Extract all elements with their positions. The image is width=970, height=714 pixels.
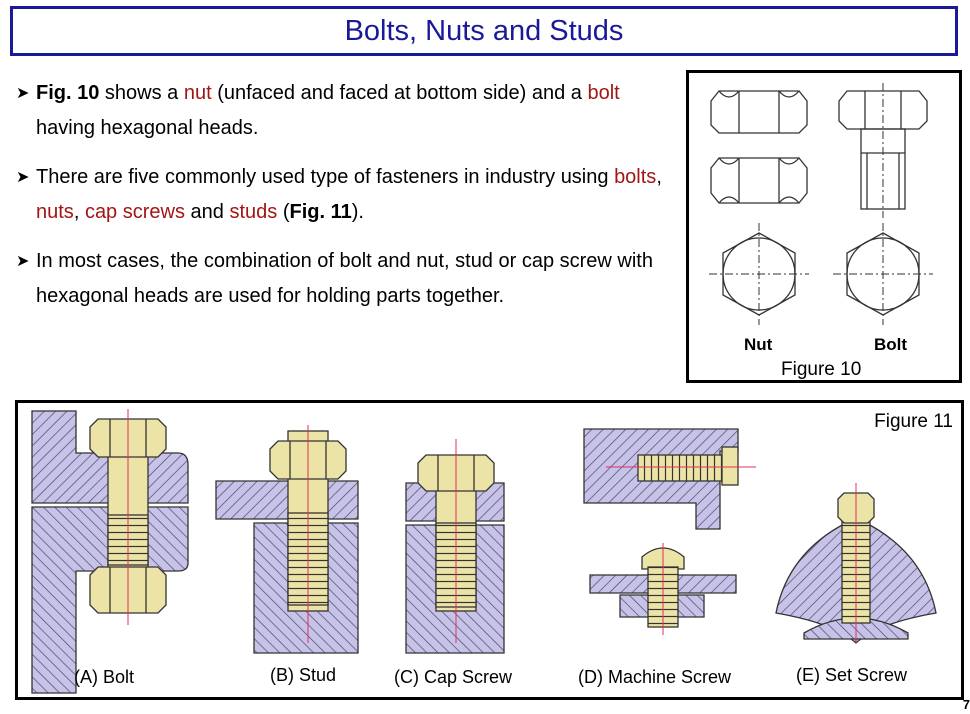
arrow-bullet-icon: ➤	[16, 253, 30, 270]
machine-screw-assembly-drawing	[583, 428, 756, 635]
page-number: 7	[962, 697, 970, 712]
text-run: nut	[183, 82, 212, 104]
bullet-item: ➤ Fig. 10 shows a nut (unfaced and faced…	[16, 76, 676, 146]
stud-assembly-drawing	[215, 425, 359, 654]
figure-11-drawing	[31, 409, 937, 694]
arrow-bullet-icon: ➤	[16, 85, 30, 102]
nut-front-view-faced	[710, 157, 808, 204]
text-run: cap screws	[84, 201, 185, 223]
text-run: (	[277, 201, 290, 223]
nut-label: Nut	[744, 335, 773, 354]
bolt-label: Bolt	[874, 335, 908, 354]
figure-10-caption: Figure 10	[781, 359, 862, 380]
slide-title: Bolts, Nuts and Studs	[344, 14, 624, 47]
slide-title-box: Bolts, Nuts and Studs	[10, 6, 958, 56]
bullet-text: There are five commonly used type of fas…	[36, 166, 662, 223]
caption-bolt: (A) Bolt	[74, 667, 135, 687]
bullet-text: In most cases, the combination of bolt a…	[36, 250, 653, 307]
bullet-text: Fig. 10 shows a nut (unfaced and faced a…	[36, 82, 620, 139]
caption-machine-screw: (D) Machine Screw	[578, 667, 732, 687]
bullet-item: ➤ In most cases, the combination of bolt…	[16, 244, 676, 314]
text-run: Fig. 11	[289, 201, 352, 223]
text-run: and	[184, 201, 230, 223]
caption-set-screw: (E) Set Screw	[796, 665, 908, 685]
bolt-front-view	[838, 90, 928, 210]
text-run: ,	[73, 201, 85, 223]
bullet-list: ➤ Fig. 10 shows a nut (unfaced and faced…	[16, 76, 676, 328]
bullet-item: ➤ There are five commonly used type of f…	[16, 160, 676, 230]
text-run: bolts	[614, 166, 657, 188]
text-run: having hexagonal heads.	[36, 117, 259, 139]
arrow-bullet-icon: ➤	[16, 169, 30, 186]
text-run: Fig. 10	[36, 82, 100, 104]
bolt-assembly-drawing	[31, 409, 189, 694]
figure-10-drawing	[709, 83, 933, 325]
text-run: nuts	[36, 201, 74, 223]
figure-11: Figure 11 (A) Bolt (B) Stud (C) Cap Scre…	[15, 400, 964, 700]
text-run: bolt	[587, 82, 620, 104]
text-run: shows a	[99, 82, 184, 104]
text-run: (unfaced and faced at bottom side) and a	[211, 82, 588, 104]
figure-11-caption: Figure 11	[874, 411, 953, 432]
caption-stud: (B) Stud	[270, 665, 337, 685]
text-run: studs	[229, 201, 278, 223]
text-run: ).	[351, 201, 364, 223]
figure-10: Nut Bolt Figure 10	[686, 70, 962, 383]
set-screw-assembly-drawing	[775, 483, 937, 644]
text-run: There are five commonly used type of fas…	[36, 166, 615, 188]
caption-cap-screw: (C) Cap Screw	[394, 667, 513, 687]
nut-front-view-unfaced	[710, 90, 808, 134]
cap-screw-assembly-drawing	[405, 439, 505, 654]
text-run: ,	[656, 166, 662, 188]
